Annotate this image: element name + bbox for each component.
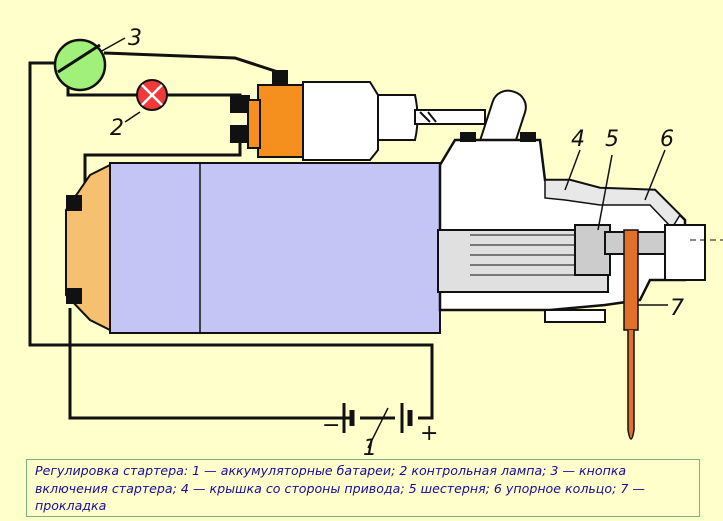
solenoid-relay bbox=[230, 70, 486, 161]
label-7: 7 bbox=[670, 296, 684, 321]
gasket bbox=[623, 229, 639, 440]
leader-5 bbox=[597, 154, 613, 231]
wire-button-to-motor bbox=[28, 61, 434, 420]
rear-end-cap bbox=[65, 163, 111, 332]
label-1: 1 bbox=[363, 436, 377, 460]
wire-button-to-solenoid bbox=[103, 51, 279, 74]
label-2: 2 bbox=[110, 116, 124, 141]
starter-diagram: − + 1 3 2 bbox=[28, 26, 723, 460]
minus-sign: − bbox=[322, 413, 340, 438]
caption: Регулировка стартера: 1 — аккумуляторные… bbox=[35, 463, 645, 514]
label-4: 4 bbox=[571, 127, 585, 152]
caption-box: Регулировка стартера: 1 — аккумуляторные… bbox=[26, 459, 700, 517]
label-3: 3 bbox=[128, 26, 142, 51]
wire-lamp-to-solenoid bbox=[166, 93, 242, 102]
wire-battery-ground bbox=[68, 308, 353, 420]
wire-solenoid-to-motor bbox=[83, 140, 242, 195]
label-5: 5 bbox=[605, 127, 619, 152]
terminal-top bbox=[66, 195, 82, 211]
leader-6 bbox=[644, 149, 666, 201]
control-lamp bbox=[124, 79, 168, 123]
leader-4 bbox=[564, 149, 581, 191]
motor-body bbox=[109, 162, 441, 334]
drive-cover bbox=[437, 132, 723, 323]
start-button bbox=[53, 37, 126, 92]
battery bbox=[342, 403, 413, 449]
plus-sign: + bbox=[420, 421, 438, 446]
label-6: 6 bbox=[660, 127, 674, 152]
terminal-bottom bbox=[66, 288, 82, 304]
